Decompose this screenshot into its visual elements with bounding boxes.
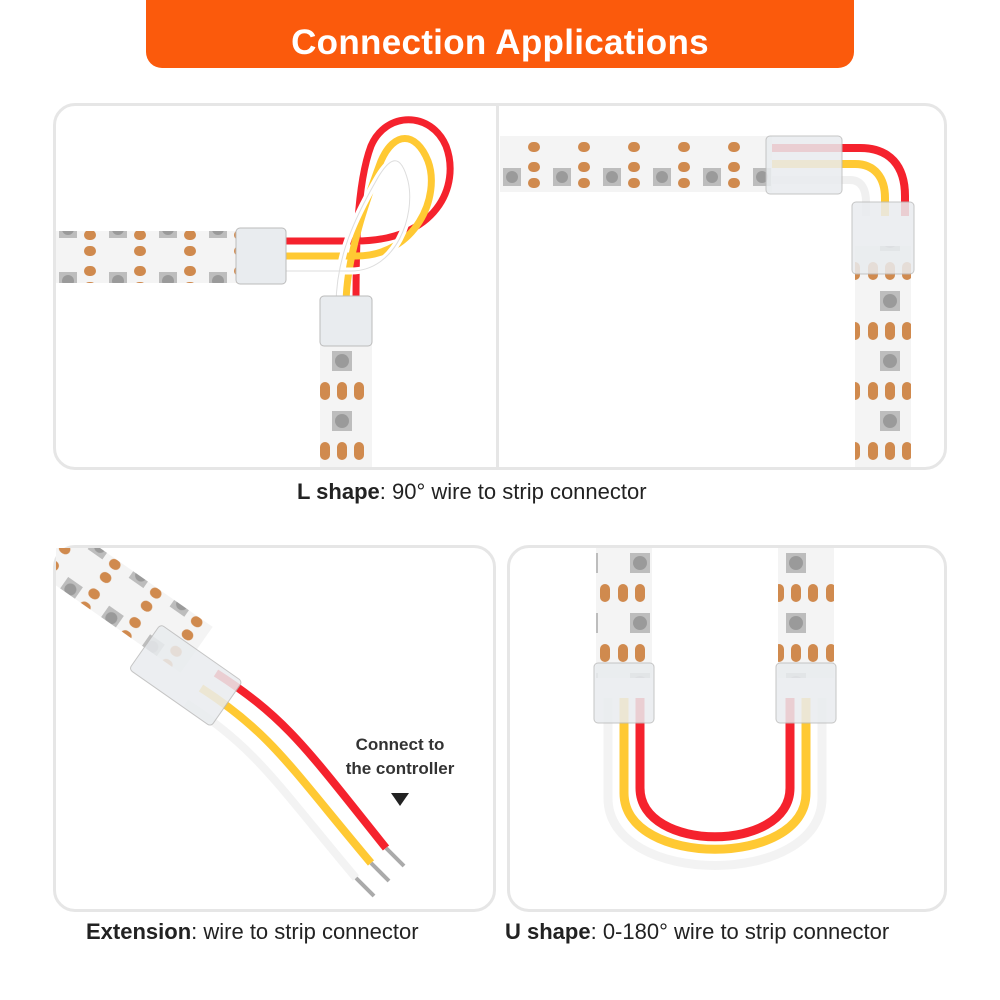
l-shape-caption-text: : 90° wire to strip connector — [379, 479, 647, 504]
l-shape-illustration-right — [500, 135, 915, 467]
extension-caption-text: : wire to strip connector — [191, 919, 419, 944]
l-shape-divider — [496, 106, 499, 468]
u-shape-panel — [507, 545, 947, 912]
controller-note: Connect to the controller — [330, 733, 470, 781]
l-shape-caption-bold: L shape — [297, 479, 380, 504]
extension-illustration — [56, 548, 406, 898]
extension-caption: Extension: wire to strip connector — [86, 919, 419, 945]
l-shape-illustration-left — [56, 116, 454, 467]
u-shape-caption-text: : 0-180° wire to strip connector — [590, 919, 890, 944]
title-banner: Connection Applications — [146, 0, 854, 68]
controller-note-line2: the controller — [345, 759, 455, 778]
u-shape-caption: U shape: 0-180° wire to strip connector — [505, 919, 889, 945]
page-title: Connection Applications — [291, 23, 709, 62]
l-shape-caption: L shape: 90° wire to strip connector — [297, 479, 647, 505]
extension-caption-bold: Extension — [86, 919, 192, 944]
controller-note-line1: Connect to — [355, 735, 445, 754]
u-shape-caption-bold: U shape — [505, 919, 591, 944]
u-shape-illustration — [593, 548, 837, 870]
down-arrow-icon — [391, 793, 409, 806]
